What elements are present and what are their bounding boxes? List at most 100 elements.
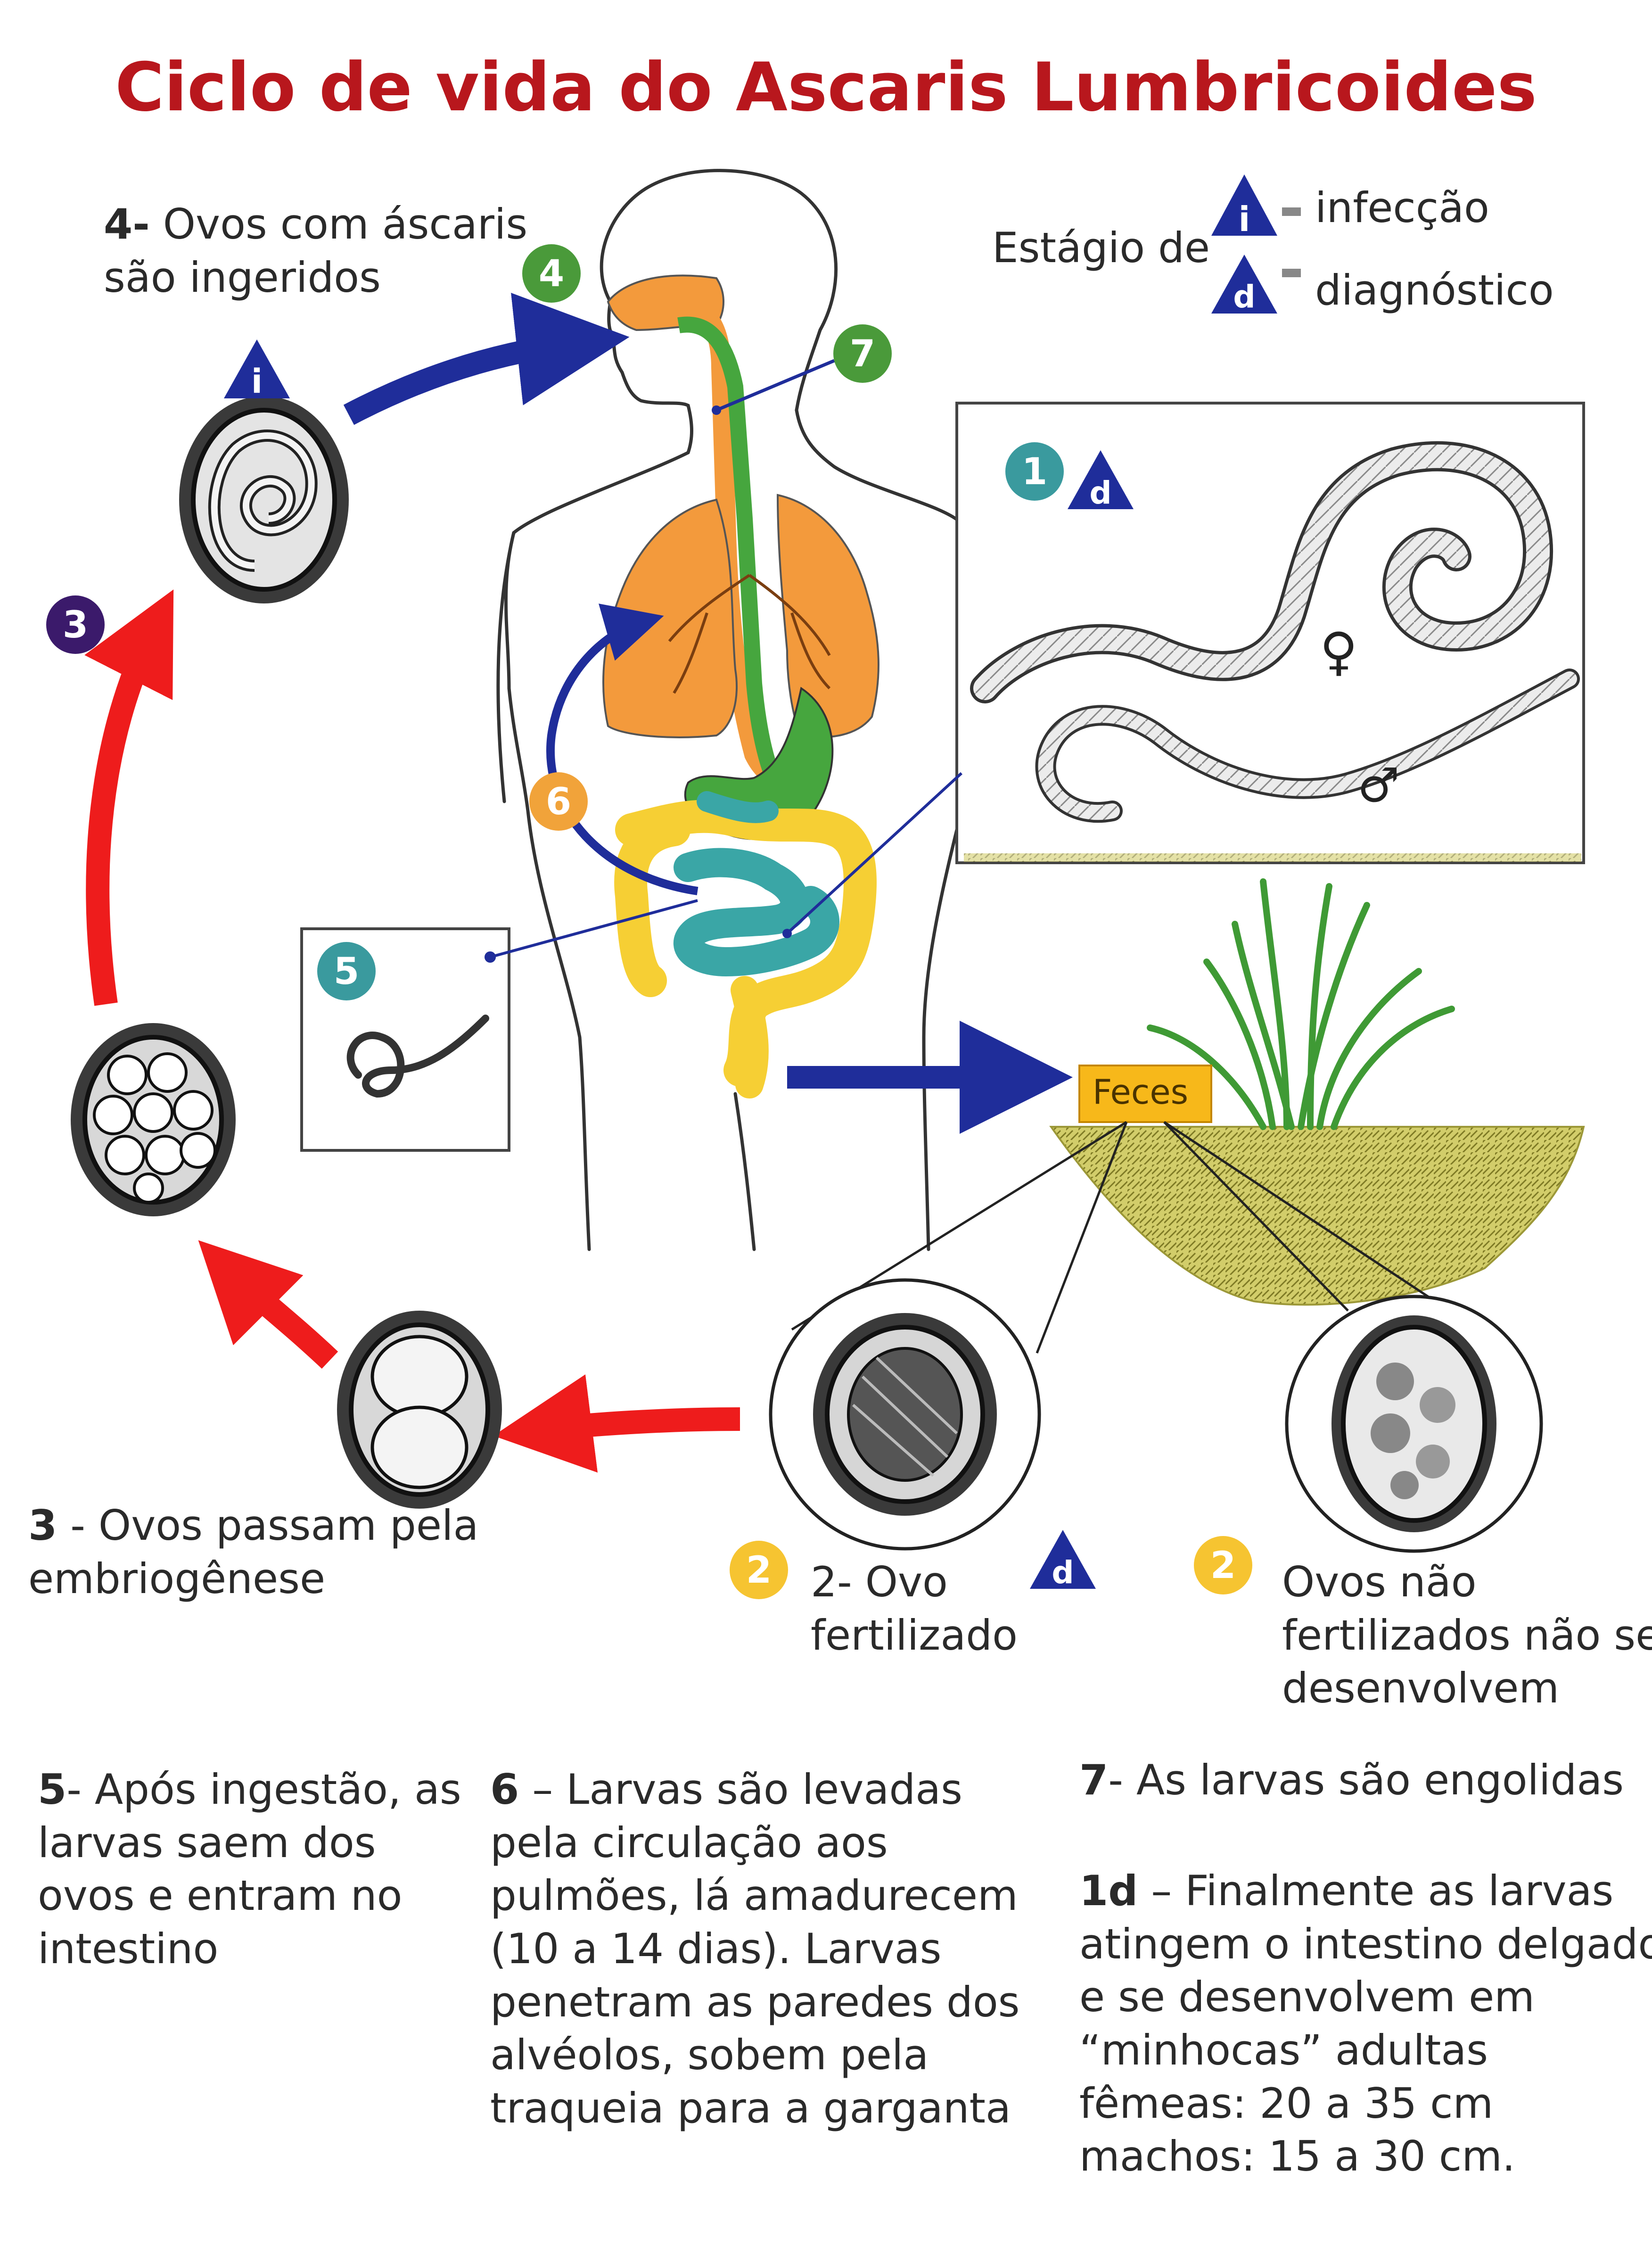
badge-stage-5-number: 5 bbox=[334, 950, 359, 993]
duodenum bbox=[697, 791, 779, 823]
note-stage-1d-line5: fêmeas: 20 a 35 cm bbox=[1079, 2079, 1494, 2128]
feces-label: Feces bbox=[1093, 1072, 1189, 1112]
diagnostic-marker-egg-triangle bbox=[1030, 1530, 1096, 1589]
caption-unfertilized-eggs: Ovos não fertilizados não se desenvolvem bbox=[1282, 1556, 1652, 1715]
diagnostic-marker-panel-triangle bbox=[1068, 450, 1134, 509]
caption-stage-4: 4- Ovos com áscaris são ingeridos bbox=[104, 198, 527, 304]
left-lung bbox=[602, 498, 738, 738]
torso-left bbox=[504, 451, 690, 1251]
legend-infection-triangle bbox=[1211, 174, 1277, 236]
note-stage-6-text: – Larvas são levadas pela circulação aos… bbox=[490, 1765, 1020, 2132]
note-stage-6-number: 6 bbox=[490, 1765, 519, 1814]
note-stage-6: 6 – Larvas são levadas pela circulação a… bbox=[490, 1763, 1046, 2135]
caption-unfertilized-line2: fertilizados não se bbox=[1282, 1611, 1652, 1660]
panel-shadow-strip bbox=[964, 853, 1581, 862]
legend-diagnostic-triangle bbox=[1211, 255, 1277, 314]
arrow-fertilized-to-embryo bbox=[493, 1374, 740, 1473]
legend-prefix: Estágio de bbox=[992, 223, 1210, 272]
head-outline bbox=[600, 169, 838, 412]
female-symbol: ♀ bbox=[1320, 621, 1358, 682]
badge-stage-3-number: 3 bbox=[63, 604, 88, 646]
arrow-embryo-to-morula bbox=[198, 1240, 338, 1369]
arrow-lung-migration bbox=[546, 603, 699, 895]
connector-dot-larva bbox=[485, 951, 496, 963]
note-stage-5-text: - Após ingestão, as larvas saem dos ovos… bbox=[38, 1765, 461, 1973]
caption-stage-3-line2: embriogênese bbox=[28, 1554, 326, 1603]
infection-marker-letter: i bbox=[251, 362, 263, 401]
legend-diagnostic-swatch bbox=[1282, 269, 1301, 277]
small-intestine bbox=[674, 848, 839, 977]
infection-marker-triangle bbox=[224, 339, 290, 398]
fertilized-egg bbox=[813, 1313, 997, 1516]
badge-stage-6-number: 6 bbox=[546, 781, 571, 823]
connector-dot-intestine bbox=[782, 929, 792, 938]
caption-unfertilized-line3: desenvolvem bbox=[1282, 1664, 1560, 1713]
note-stage-1d-line4: “minhocas” adultas bbox=[1079, 2025, 1488, 2074]
lens-lines bbox=[791, 1121, 1443, 1354]
note-stage-7-number: 7 bbox=[1079, 1756, 1109, 1804]
male-worm-texture bbox=[1038, 671, 1577, 820]
note-stage-1d-line1: – Finalmente as larvas bbox=[1138, 1867, 1614, 1915]
legend-infection-swatch bbox=[1282, 207, 1301, 216]
larvated-egg bbox=[179, 396, 349, 603]
note-stage-7: 7- As larvas são engolidas bbox=[1079, 1754, 1636, 1807]
note-stage-1d-number: 1d bbox=[1079, 1867, 1138, 1915]
leg-divide bbox=[733, 1092, 756, 1251]
badge-stage-1-circle bbox=[1005, 442, 1064, 501]
larva bbox=[346, 1015, 489, 1098]
caption-stage-3-number: 3 bbox=[28, 1501, 58, 1550]
connector-larva-to-intestine bbox=[490, 899, 698, 958]
caption-fertilized-line1: 2- Ovo bbox=[811, 1558, 948, 1606]
arm-left bbox=[496, 531, 516, 803]
note-stage-1d-line3: e se desenvolvem em bbox=[1079, 1973, 1535, 2022]
caption-fertilized-line2: fertilizado bbox=[811, 1611, 1018, 1660]
note-stage-5-number: 5 bbox=[38, 1765, 67, 1814]
caption-stage-4-number: 4- bbox=[104, 200, 150, 248]
caption-stage-3: 3 - Ovos passam pela embriogênese bbox=[28, 1499, 478, 1605]
badge-stage-2a-circle bbox=[730, 1541, 788, 1599]
badge-stage-7-number: 7 bbox=[850, 333, 875, 375]
legend-diagnostic-label: diagnóstico bbox=[1315, 266, 1554, 314]
badge-stage-7-circle bbox=[833, 324, 892, 383]
diagnostic-marker-egg-letter: d bbox=[1052, 1554, 1074, 1591]
rectum bbox=[731, 976, 769, 1098]
diagnostic-marker-panel-letter: d bbox=[1089, 475, 1111, 511]
badge-stage-5-circle bbox=[317, 942, 376, 1000]
badge-stage-4-number: 4 bbox=[539, 253, 564, 295]
caption-stage-3-line1: - Ovos passam pela bbox=[57, 1501, 479, 1550]
badge-stage-2b-circle bbox=[1194, 1536, 1252, 1594]
badge-stage-2a-number: 2 bbox=[746, 1549, 772, 1592]
two-cell-egg bbox=[337, 1311, 502, 1509]
badge-stage-3-circle bbox=[46, 595, 105, 654]
bronchi bbox=[668, 574, 831, 694]
arrow-morula-to-larva-egg bbox=[84, 589, 174, 1006]
connector-stage7 bbox=[715, 359, 835, 412]
connector-adult-to-intestine bbox=[786, 772, 963, 935]
male-symbol: ♂ bbox=[1357, 758, 1400, 813]
caption-unfertilized-line1: Ovos não bbox=[1282, 1558, 1477, 1606]
female-worm-texture bbox=[973, 444, 1550, 700]
caption-fertilized-egg: 2- Ovo fertilizado bbox=[811, 1556, 1018, 1662]
grass bbox=[1147, 878, 1455, 1130]
note-stage-7-text: - As larvas são engolidas bbox=[1108, 1756, 1624, 1804]
morula-egg bbox=[71, 1023, 236, 1216]
soil-mound bbox=[1049, 1126, 1585, 1306]
feces-box bbox=[1078, 1065, 1212, 1123]
badge-stage-2b-number: 2 bbox=[1210, 1544, 1236, 1587]
badge-stage-6-circle bbox=[529, 772, 588, 831]
note-stage-5: 5- Após ingestão, as larvas saem dos ovo… bbox=[38, 1763, 462, 1976]
right-lung bbox=[776, 494, 879, 738]
page-title: Ciclo de vida do Ascaris Lumbricoides bbox=[115, 49, 1537, 126]
caption-stage-4-line1: Ovos com áscaris bbox=[149, 200, 528, 248]
note-stage-1d-line2: atingem o intestino delgado bbox=[1079, 1919, 1652, 1968]
legend-infection-letter: i bbox=[1239, 199, 1250, 239]
legend-infection-label: infecção bbox=[1315, 183, 1489, 232]
unfertilized-egg bbox=[1331, 1315, 1496, 1532]
badge-stage-1-number: 1 bbox=[1022, 451, 1047, 493]
note-stage-1d: 1d – Finalmente as larvas atingem o inte… bbox=[1079, 1865, 1652, 2183]
badge-stage-4-circle bbox=[522, 244, 581, 303]
arrow-ingestion bbox=[343, 293, 630, 425]
note-stage-1d-line6: machos: 15 a 30 cm. bbox=[1079, 2132, 1515, 2181]
